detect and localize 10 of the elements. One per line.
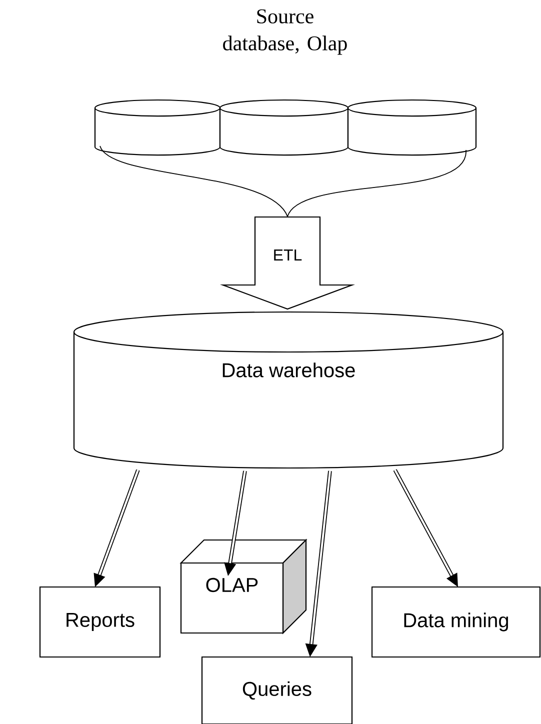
database-cylinder xyxy=(219,99,349,156)
process-box: Reports xyxy=(39,586,161,658)
process-box: Queries xyxy=(201,656,353,724)
database-cylinder xyxy=(94,99,221,156)
connector-line xyxy=(287,150,466,217)
process-box: Data mining xyxy=(371,586,541,658)
heading: Source database, Olap xyxy=(223,9,347,55)
database-cylinder xyxy=(347,99,477,156)
database-cylinder: Data warehose xyxy=(73,311,504,469)
connector-line xyxy=(100,146,288,217)
